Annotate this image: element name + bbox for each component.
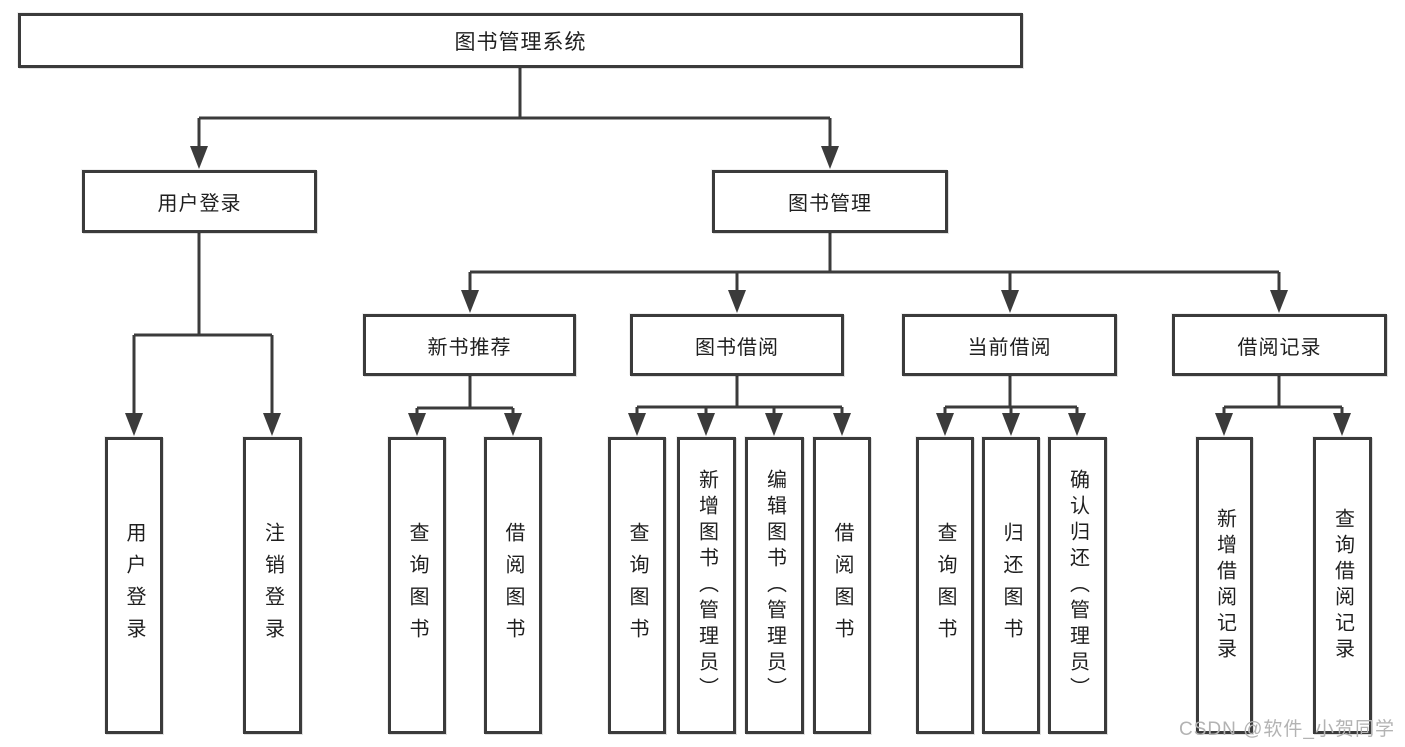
- watermark: CSDN @软件_小贺同学: [1179, 719, 1395, 740]
- node-current-borrowing: 当前借阅: [902, 314, 1117, 376]
- leaf-newbooks-query-books-label: 查询图书: [406, 521, 428, 650]
- leaf-newbooks-borrow-books-label: 借阅图书: [502, 521, 524, 650]
- node-book-management: 图书管理: [712, 170, 948, 233]
- node-borrowing-records: 借阅记录: [1172, 314, 1387, 376]
- leaf-user-login-label: 用户登录: [123, 521, 145, 650]
- leaf-borrowing-query-books-label: 查询图书: [626, 521, 648, 650]
- leaf-add-book-admin: 新增图书（管理员）: [677, 437, 736, 734]
- leaf-query-borrow-record: 查询借阅记录: [1313, 437, 1372, 734]
- leaf-confirm-return-admin-label: 确认归还（管理员）: [1066, 468, 1089, 703]
- leaf-borrowing-borrow-books: 借阅图书: [813, 437, 871, 734]
- leaf-query-borrow-record-label: 查询借阅记录: [1331, 507, 1354, 664]
- leaf-logout-label: 注销登录: [261, 521, 284, 650]
- leaf-edit-book-admin-label: 编辑图书（管理员）: [763, 468, 786, 703]
- leaf-add-borrow-record-label: 新增借阅记录: [1213, 507, 1236, 664]
- leaf-add-borrow-record: 新增借阅记录: [1196, 437, 1253, 734]
- leaf-return-books-label: 归还图书: [1000, 521, 1022, 650]
- leaf-borrowing-query-books: 查询图书: [608, 437, 666, 734]
- node-user-login: 用户登录: [82, 170, 317, 233]
- leaf-edit-book-admin: 编辑图书（管理员）: [745, 437, 804, 734]
- leaf-confirm-return-admin: 确认归还（管理员）: [1048, 437, 1107, 734]
- leaf-logout: 注销登录: [243, 437, 302, 734]
- leaf-add-book-admin-label: 新增图书（管理员）: [695, 468, 718, 703]
- leaf-current-query-books-label: 查询图书: [934, 521, 956, 650]
- leaf-newbooks-query-books: 查询图书: [388, 437, 446, 734]
- leaf-borrowing-borrow-books-label: 借阅图书: [831, 521, 853, 650]
- node-library-management-system: 图书管理系统: [18, 13, 1023, 68]
- leaf-current-query-books: 查询图书: [916, 437, 974, 734]
- leaf-newbooks-borrow-books: 借阅图书: [484, 437, 542, 734]
- leaf-return-books: 归还图书: [982, 437, 1040, 734]
- leaf-user-login: 用户登录: [105, 437, 163, 734]
- node-book-borrowing: 图书借阅: [630, 314, 844, 376]
- node-new-book-recommendation: 新书推荐: [363, 314, 576, 376]
